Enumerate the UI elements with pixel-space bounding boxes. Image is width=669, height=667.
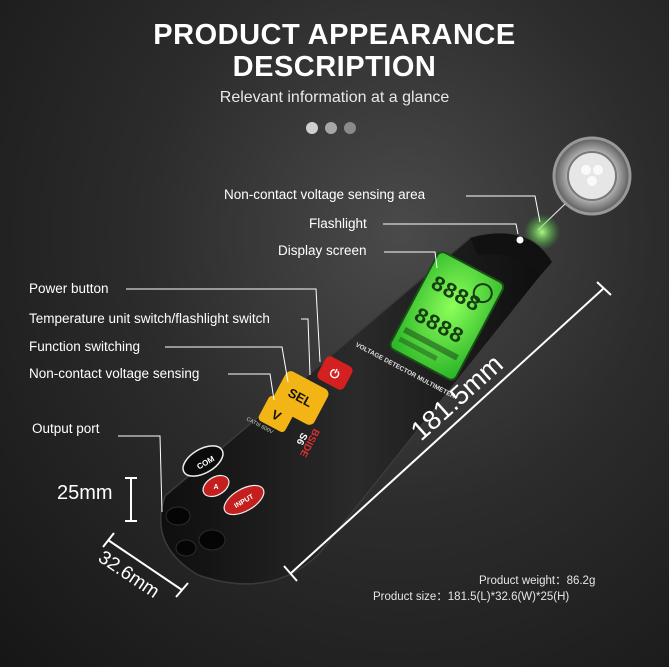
callout-lines bbox=[118, 195, 541, 513]
callout-ncv: Non-contact voltage sensing bbox=[29, 366, 200, 381]
output-port-hole-2 bbox=[198, 529, 226, 551]
page-title-line2: DESCRIPTION bbox=[232, 51, 437, 83]
carousel-dot-1[interactable] bbox=[306, 122, 318, 134]
spec-size: Product size：181.5(L)*32.6(W)*25(H) bbox=[373, 591, 570, 603]
input-jack[interactable] bbox=[219, 479, 268, 520]
multimeter-device: 8888 8888 ⏻ SEL V VOLTAGE DETECTOR MULTI… bbox=[159, 232, 553, 585]
model-print: S6 bbox=[293, 431, 309, 447]
com-jack[interactable] bbox=[178, 440, 228, 483]
callout-output: Output port bbox=[32, 421, 100, 436]
flashlight-led bbox=[516, 236, 524, 244]
flashlight-zoom-inset bbox=[537, 136, 632, 231]
output-port-hole-1 bbox=[165, 506, 191, 526]
power-button[interactable] bbox=[316, 354, 355, 391]
callout-flashlight: Flashlight bbox=[309, 216, 367, 231]
page-subtitle: Relevant information at a glance bbox=[219, 89, 450, 106]
ncv-button[interactable] bbox=[257, 395, 297, 434]
callout-power: Power button bbox=[29, 281, 109, 296]
callout-display: Display screen bbox=[278, 243, 367, 258]
lcd-screen: 8888 8888 bbox=[389, 251, 505, 381]
callout-temp-switch: Temperature unit switch/flashlight switc… bbox=[29, 311, 270, 326]
callout-ncv-area: Non-contact voltage sensing area bbox=[224, 187, 426, 202]
jack-group: COM A INPUT bbox=[178, 440, 268, 520]
carousel-dots bbox=[306, 122, 356, 134]
button-group: ⏻ SEL V bbox=[257, 354, 355, 434]
dimension-height: 25mm bbox=[57, 482, 113, 504]
ncv-glow bbox=[524, 214, 560, 250]
page-title-line1: PRODUCT APPEARANCE bbox=[153, 19, 516, 51]
a-jack-label: A bbox=[213, 484, 218, 491]
callout-function: Function switching bbox=[29, 339, 141, 354]
carousel-dot-2[interactable] bbox=[325, 122, 337, 134]
a-jack[interactable] bbox=[199, 471, 232, 501]
dimension-lines bbox=[102, 281, 612, 598]
output-port-hole-3 bbox=[175, 539, 197, 557]
carousel-dot-3[interactable] bbox=[344, 122, 356, 134]
spec-weight: Product weight：86.2g bbox=[479, 575, 596, 587]
